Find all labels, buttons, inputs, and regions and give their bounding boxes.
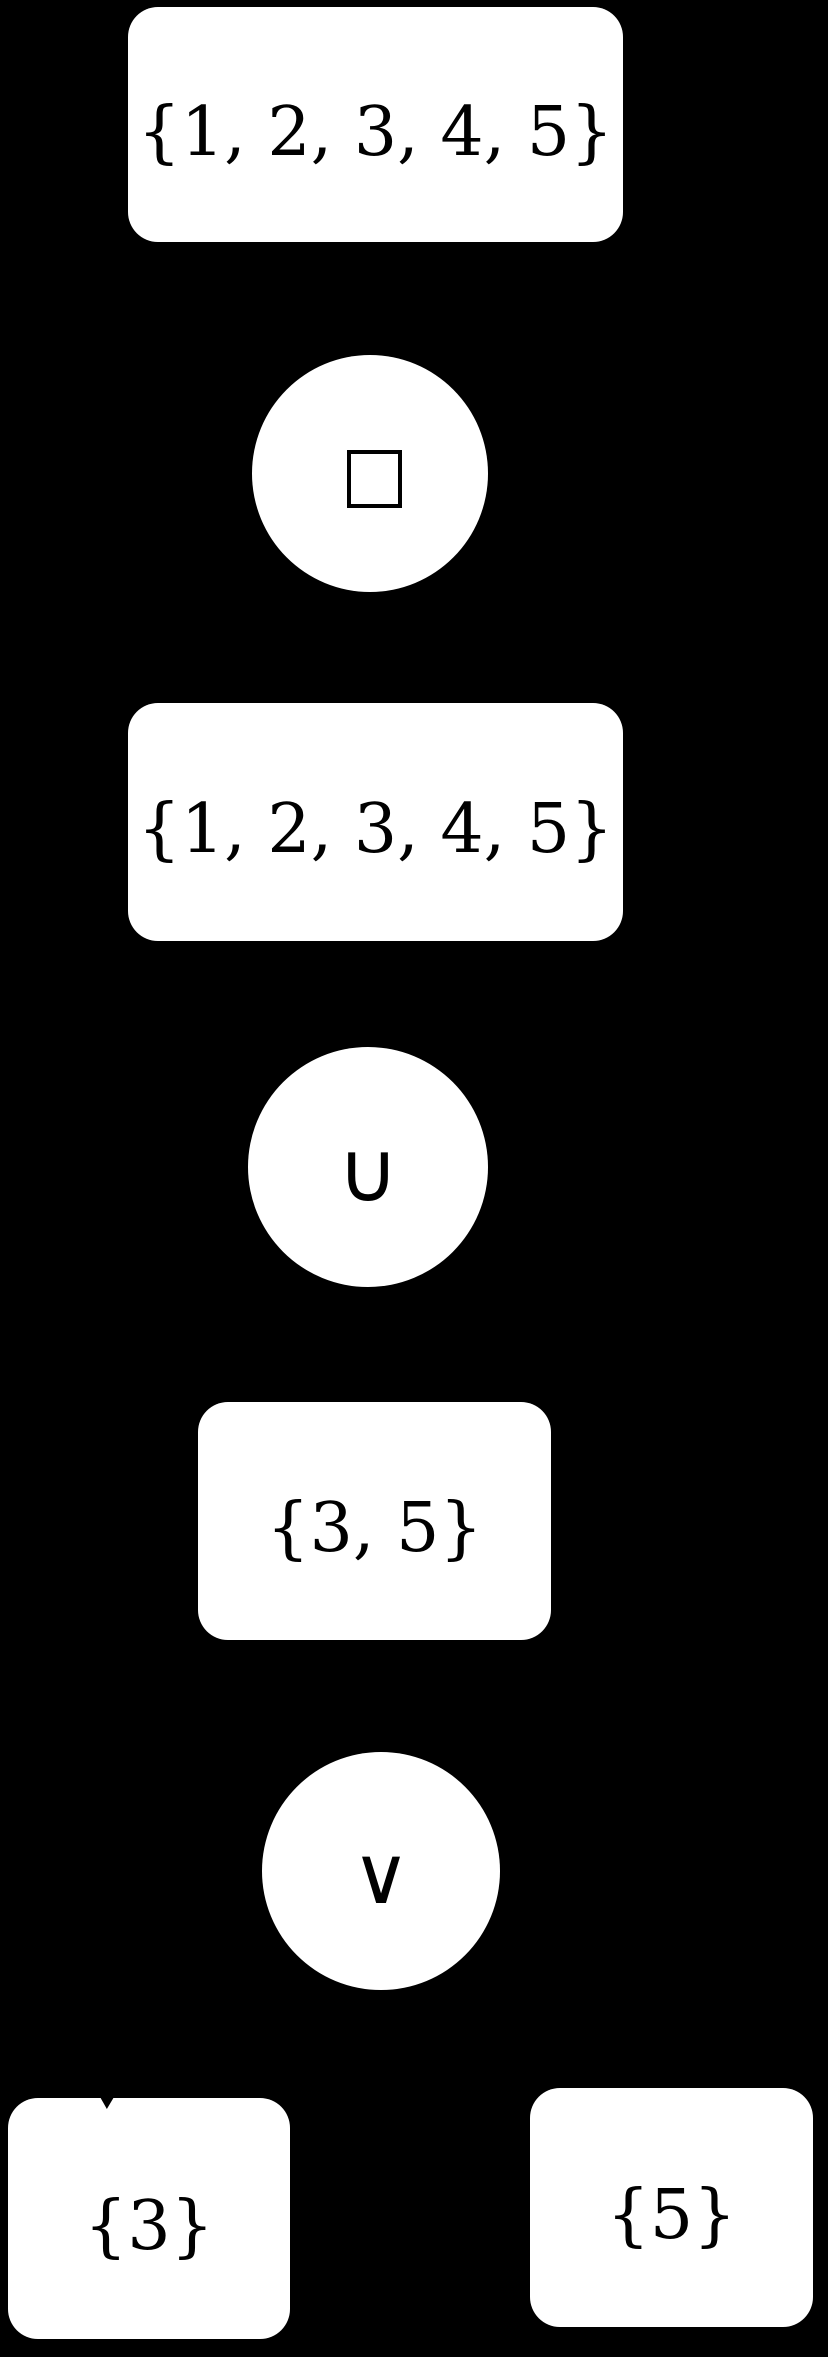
node-leaf-right-label: {5} [606,2175,737,2255]
missing-glyph-box-icon [346,449,402,508]
vee-operator-icon: ∨ [351,1829,411,1922]
node-operator-union: ∪ [248,1047,488,1287]
union-operator-icon: ∪ [337,1123,399,1221]
node-mid-set: {1, 2, 3, 4, 5} [128,703,623,941]
node-mid-set-label: {1, 2, 3, 4, 5} [137,790,614,869]
node-pair-set-label: {3, 5} [266,1489,483,1568]
node-leaf-right-set: {5} [530,2088,813,2327]
node-leaf-left-set: {3} [8,2098,290,2339]
node-operator-missing-glyph [252,355,488,592]
node-root-set-label: {1, 2, 3, 4, 5} [137,92,614,172]
node-operator-vee: ∨ [262,1752,500,1990]
node-root-set: {1, 2, 3, 4, 5} [128,7,623,242]
node-pair-set: {3, 5} [198,1402,551,1640]
node-leaf-left-label: {3} [84,2186,214,2266]
